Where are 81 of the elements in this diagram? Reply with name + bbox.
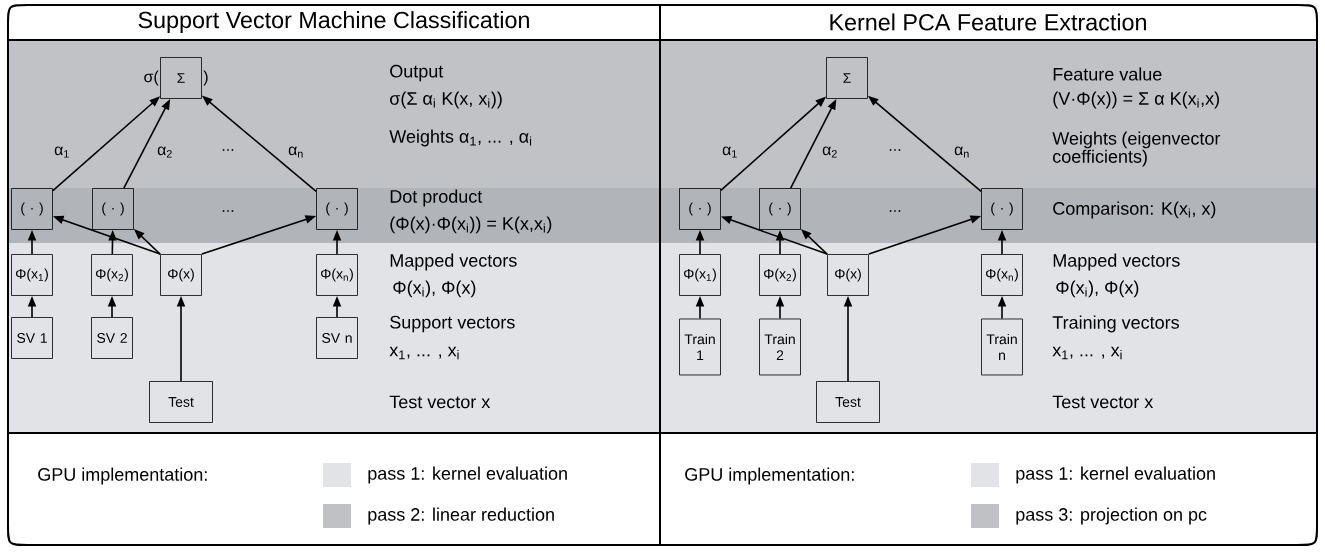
- arrow: [720, 215, 828, 255]
- box: Φ(x$_{n}$): [981, 254, 1023, 296]
- box: Φ(x): [827, 254, 869, 296]
- arrow: [800, 229, 828, 255]
- row-heading: Dot product: [390, 189, 483, 207]
- row-heading: Test vector x: [389, 395, 491, 409]
- arrow: [332, 229, 342, 255]
- box: SV 1: [11, 317, 53, 359]
- box: ( · ): [759, 188, 801, 230]
- ellipsis: ...: [889, 210, 901, 212]
- box: Train 1: [679, 318, 721, 376]
- implementation-label: GPU implementation:: [685, 467, 854, 485]
- box: SV 2: [91, 317, 133, 359]
- box: Φ(x$_{n}$): [316, 254, 358, 296]
- legend-text: pass 3: projection on pc: [1016, 507, 1207, 525]
- row-heading: Support vectors: [390, 315, 515, 333]
- arrow: [176, 295, 186, 382]
- arrow: [332, 295, 342, 318]
- arrow: [27, 295, 37, 318]
- ellipsis: ...: [222, 210, 234, 212]
- row-heading: Mapped vectors: [390, 253, 517, 271]
- box: ( · ): [92, 188, 134, 230]
- legend-text: pass 1: kernel evaluation: [368, 466, 567, 484]
- arrow: [123, 98, 171, 189]
- arrow: [868, 215, 982, 255]
- arrow: [720, 96, 827, 192]
- row-heading: Mapped vectors: [1053, 253, 1180, 271]
- formula: (V·Φ(x)) = Σ α K(x$_{i}$,x): [1053, 91, 1219, 109]
- arrow: [52, 215, 161, 255]
- box: ( · ): [316, 188, 358, 230]
- arrow: [108, 229, 117, 255]
- arrow: [52, 96, 161, 192]
- arrow: [997, 229, 1007, 255]
- arrow: [201, 95, 317, 193]
- formula: (Φ(x)·Φ(x$_{i}$)) = K(x,x$_{i}$): [390, 216, 552, 234]
- box: Train 2: [759, 318, 801, 376]
- box: Φ(x): [160, 254, 202, 296]
- arrow: [789, 98, 837, 189]
- formula: Φ(x$_{i}$), Φ(x): [393, 280, 476, 298]
- box: Φ(x$_{1}$): [11, 254, 53, 296]
- arrow: [775, 295, 785, 320]
- arrow: [997, 295, 1007, 320]
- row-heading: Comparison: K(x$_{i}$, x): [1053, 201, 1216, 219]
- row-heading: Output: [390, 64, 444, 82]
- node-label: σ(: [144, 70, 159, 86]
- arrow: [695, 229, 705, 255]
- arrow: [133, 229, 161, 255]
- row-heading: Test vector x: [1052, 395, 1154, 409]
- box: ( · ): [11, 188, 53, 230]
- arrow: [27, 229, 37, 255]
- ellipsis: ...: [222, 149, 234, 151]
- formula: σ(Σ α$_{i}$ K(x, x$_{i}$)): [390, 91, 502, 109]
- formula: x$_{1}$, ... , x$_{i}$: [389, 346, 459, 360]
- arrow: [201, 215, 317, 255]
- box: Φ(x$_{2}$): [759, 254, 801, 296]
- formula: Φ(x$_{i}$), Φ(x): [1056, 280, 1139, 298]
- node-label: ): [203, 70, 208, 86]
- row-heading: Training vectors: [1052, 315, 1179, 333]
- box: Test: [149, 381, 213, 423]
- box: σ( Σ ): [144, 57, 208, 99]
- arrow: [843, 295, 853, 382]
- box: ( · ): [981, 188, 1023, 230]
- arrow: [107, 295, 117, 318]
- box: Test: [816, 381, 880, 423]
- box: Φ(x$_{2}$): [91, 254, 133, 296]
- arrow: [775, 229, 785, 255]
- arrow: [867, 95, 982, 193]
- box: ( · ): [679, 188, 721, 230]
- arrow: [695, 295, 705, 320]
- row-heading: Weights α$_{1}$, ... , α$_{i}$: [389, 129, 532, 147]
- box: SV n: [316, 317, 358, 359]
- implementation-label: GPU implementation:: [38, 467, 207, 485]
- row-heading: Weights (eigenvector coefficients): [1052, 131, 1221, 167]
- legend-text: pass 2: linear reduction: [368, 507, 554, 525]
- legend-text: pass 1: kernel evaluation: [1016, 466, 1215, 484]
- formula: x$_{1}$, ... , x$_{i}$: [1052, 346, 1122, 360]
- row-heading: Feature value: [1053, 67, 1162, 81]
- box: Σ: [826, 57, 868, 99]
- box: Train n: [981, 318, 1023, 376]
- box: Φ(x$_{1}$): [679, 254, 721, 296]
- ellipsis: ...: [889, 149, 901, 151]
